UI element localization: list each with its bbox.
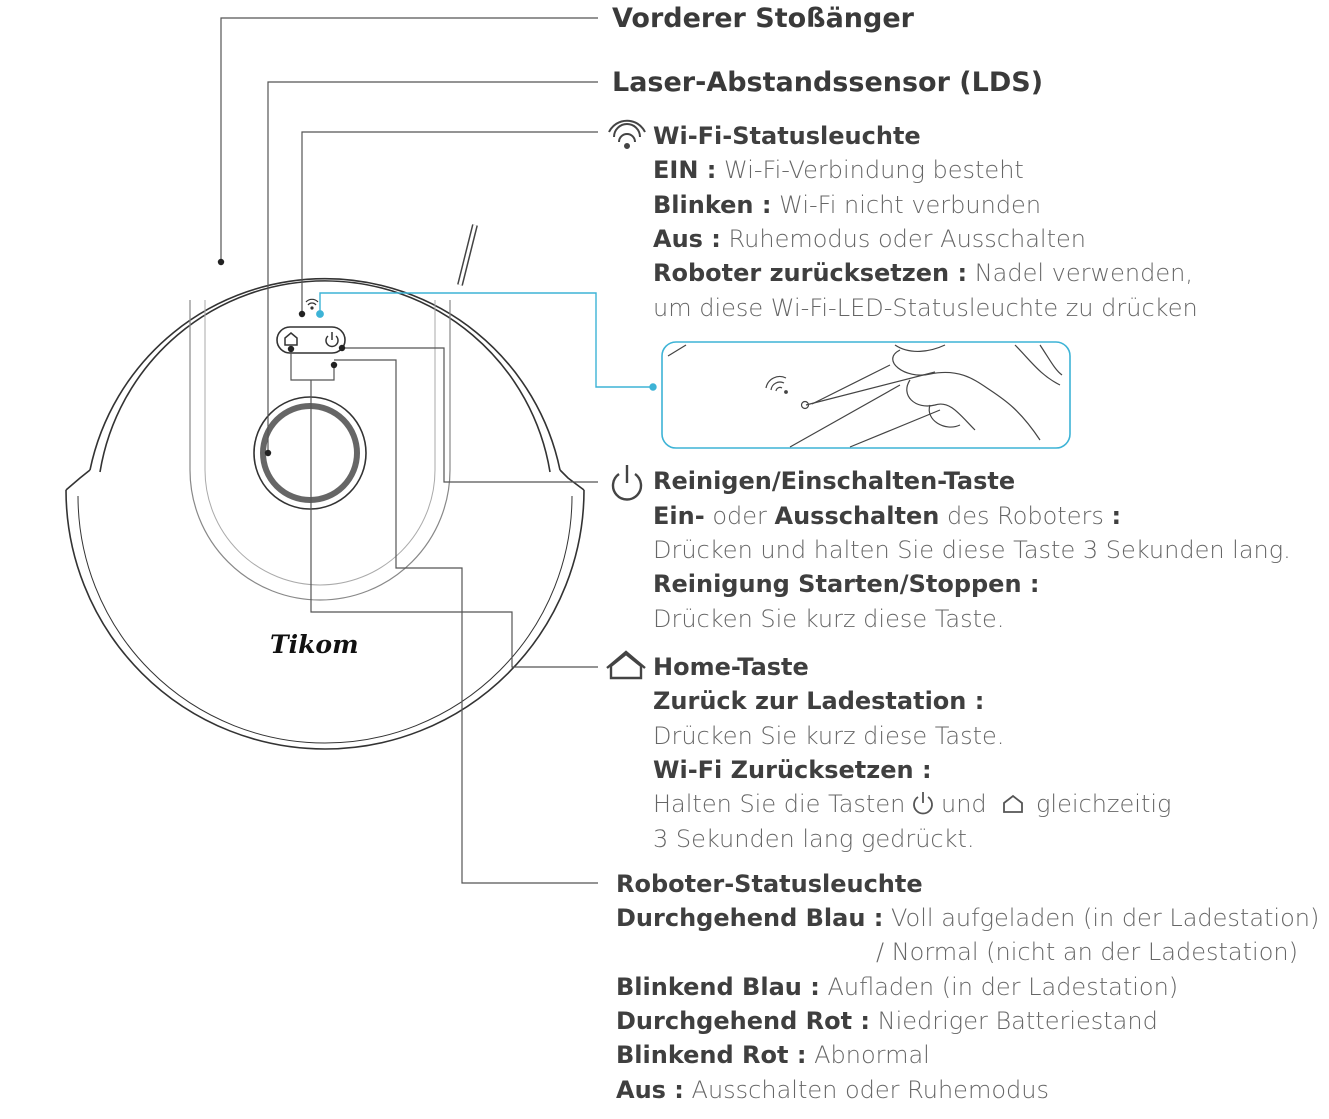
home-line2: Drücken Sie kurz diese Taste. [653, 722, 1005, 750]
power-line3: Reinigung Starten/Stoppen : [653, 570, 1040, 598]
power-line2: Drücken und halten Sie diese Taste 3 Sek… [653, 536, 1291, 564]
wifi-title: Wi-Fi-Statusleuchte [653, 122, 921, 150]
robot-body [65, 224, 585, 750]
status-blue-cont: / Normal (nicht an der Ladestation) [876, 938, 1298, 966]
inline-home-icon [1003, 794, 1023, 813]
inline-power-icon [913, 792, 933, 815]
status-blue: Durchgehend Blau : Voll aufgeladen (in d… [616, 904, 1320, 932]
status-blinkblue: Blinkend Blau : Aufladen (in der Ladesta… [616, 973, 1179, 1001]
wifi-reset: Roboter zurücksetzen : Nadel verwenden, [653, 259, 1193, 287]
home-line4c: gleichzeitig [1036, 790, 1172, 818]
wifi-icon [608, 119, 646, 149]
wifi-on: EIN : Wi-Fi-Verbindung besteht [653, 156, 1024, 184]
home-icon [606, 650, 646, 680]
status-off: Aus : Ausschalten oder Ruhemodus [616, 1076, 1049, 1104]
robot-wifi-led-icon [305, 298, 319, 310]
leader-lines [220, 17, 598, 884]
home-line4b: und [941, 790, 987, 818]
robot-home-button-icon [284, 332, 298, 346]
inset-illustration [661, 341, 1071, 449]
status-blinkred: Blinkend Rot : Abnormal [616, 1041, 930, 1069]
home-title: Home-Taste [653, 653, 809, 681]
home-line5: 3 Sekunden lang gedrückt. [653, 825, 975, 853]
bumper-label: Vorderer Stoßänger [612, 3, 914, 34]
home-line3: Wi-Fi Zurücksetzen : [653, 756, 932, 784]
wifi-off: Aus : Ruhemodus oder Ausschalten [653, 225, 1086, 253]
home-line4a: Halten Sie die Tasten [653, 790, 906, 818]
lds-label: Laser-Abstandssensor (LDS) [612, 67, 1044, 98]
status-title: Roboter-Statusleuchte [616, 870, 923, 898]
robot-power-button-icon [325, 332, 339, 348]
power-line4: Drücken Sie kurz diese Taste. [653, 605, 1005, 633]
wifi-reset-cont: um diese Wi-Fi-LED-Statusleuchte zu drüc… [653, 294, 1198, 322]
leader-dots [217, 258, 346, 457]
power-line1: Ein- oder Ausschalten des Roboters : [653, 502, 1122, 530]
status-red: Durchgehend Rot : Niedriger Batteriestan… [616, 1007, 1158, 1035]
wifi-blink: Blinken : Wi-Fi nicht verbunden [653, 191, 1042, 219]
brand-logo: Tikom [270, 630, 359, 659]
accent-leader [316, 292, 657, 391]
power-icon [611, 465, 643, 501]
home-line1: Zurück zur Ladestation : [653, 687, 985, 715]
power-title: Reinigen/Einschalten-Taste [653, 467, 1016, 495]
